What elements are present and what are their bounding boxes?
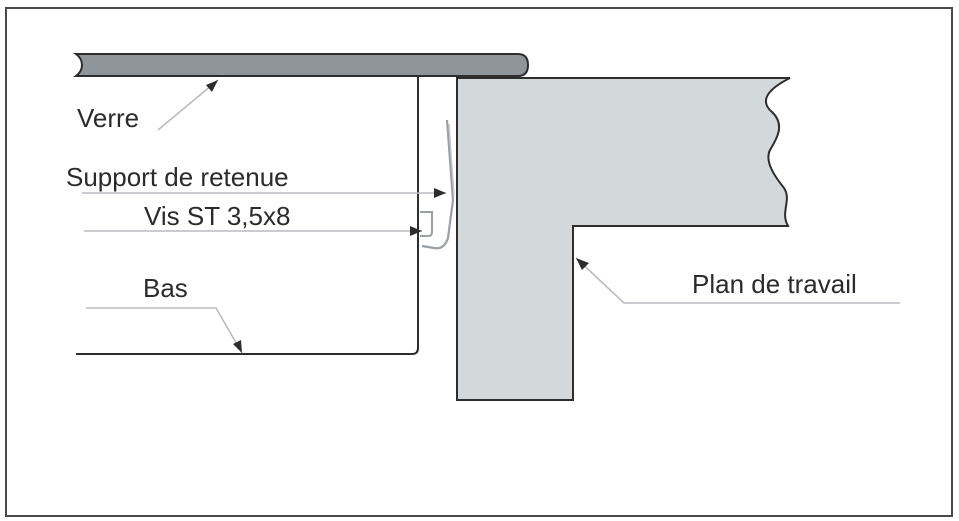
retaining-support-clip-inner: [448, 123, 455, 197]
label-support-de-retenue: Support de retenue: [66, 162, 289, 192]
arrow-vis: [410, 226, 422, 236]
label-vis: Vis ST 3,5x8: [144, 201, 290, 231]
label-verre: Verre: [77, 103, 139, 133]
screw-bracket: [420, 211, 433, 237]
retaining-support-clip: [421, 119, 455, 250]
label-plan-de-travail: Plan de travail: [692, 269, 857, 299]
arrow-verre: [206, 80, 218, 92]
glass-panel: [73, 53, 530, 77]
leader-bas: [86, 307, 243, 354]
base-cabinet: [76, 76, 419, 355]
worktop-section: [456, 77, 791, 401]
arrow-bas: [233, 340, 242, 353]
leader-plan: [575, 257, 900, 304]
label-bas: Bas: [143, 273, 188, 303]
leader-verre: [157, 79, 219, 131]
arrow-plan: [576, 258, 589, 270]
arrow-support: [434, 188, 446, 198]
